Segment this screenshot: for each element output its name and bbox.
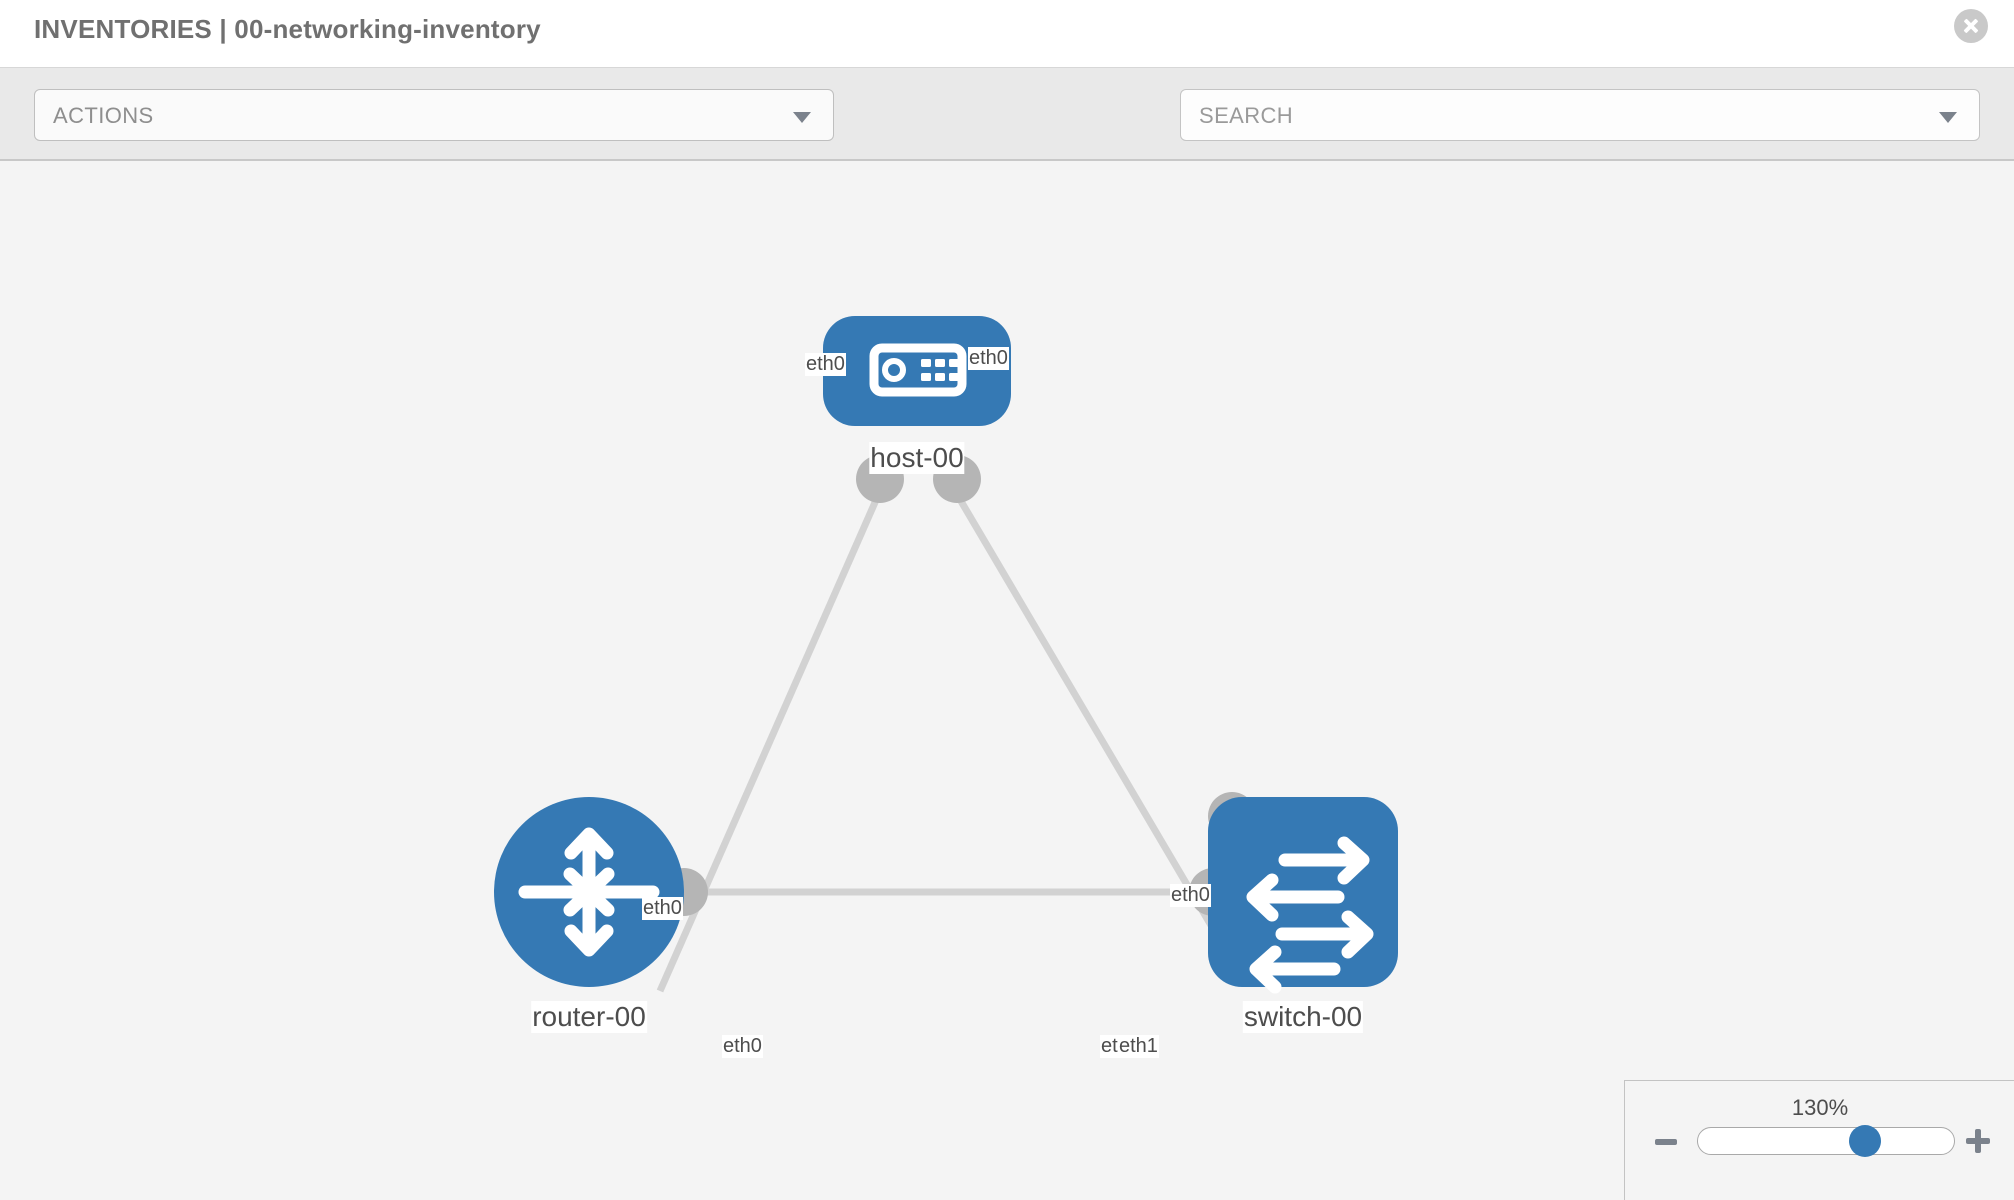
zoom-slider-handle[interactable] <box>1849 1125 1881 1157</box>
iface-label-router-up: eth0 <box>642 897 683 920</box>
zoom-control: 130% <box>1624 1080 2014 1200</box>
minus-icon[interactable] <box>1655 1139 1677 1145</box>
search-placeholder: SEARCH <box>1199 103 1294 128</box>
chevron-down-icon[interactable] <box>1939 112 1957 123</box>
iface-label-switch-up: eth0 <box>1170 884 1211 907</box>
node-host-00 <box>823 316 1011 426</box>
topology-graph <box>494 316 1398 994</box>
actions-dropdown-label: ACTIONS <box>53 103 154 128</box>
zoom-slider-track[interactable] <box>1697 1127 1955 1155</box>
node-switch-00 <box>1208 797 1398 994</box>
link-host-router <box>656 489 884 993</box>
search-input[interactable]: SEARCH <box>1180 89 1980 141</box>
iface-label-router-right: eth0 <box>722 1035 763 1058</box>
toolbar: ACTIONS SEARCH <box>0 68 2014 201</box>
plus-icon[interactable] <box>1964 1127 1992 1155</box>
topology-canvas[interactable]: eth0 eth0 eth0 eth0 eth0 eth0 eth1 host-… <box>0 161 2014 1200</box>
iface-label-host-left: eth0 <box>805 353 846 376</box>
node-router-00 <box>494 797 684 987</box>
node-label-switch-00: switch-00 <box>1242 1001 1364 1033</box>
link-host-switch <box>951 489 1236 963</box>
page-header: INVENTORIES | 00-networking-inventory <box>0 0 2014 68</box>
iface-label-host-right: eth0 <box>968 347 1009 370</box>
node-label-host-00: host-00 <box>869 442 965 474</box>
page-title: INVENTORIES | 00-networking-inventory <box>34 14 541 44</box>
close-icon[interactable] <box>1954 9 1988 43</box>
iface-label-switch-left: eth1 <box>1118 1035 1159 1058</box>
zoom-percent-label: 130% <box>1791 1095 1849 1120</box>
node-label-router-00: router-00 <box>531 1001 647 1033</box>
actions-dropdown[interactable]: ACTIONS <box>34 89 834 141</box>
chevron-down-icon <box>793 112 811 123</box>
